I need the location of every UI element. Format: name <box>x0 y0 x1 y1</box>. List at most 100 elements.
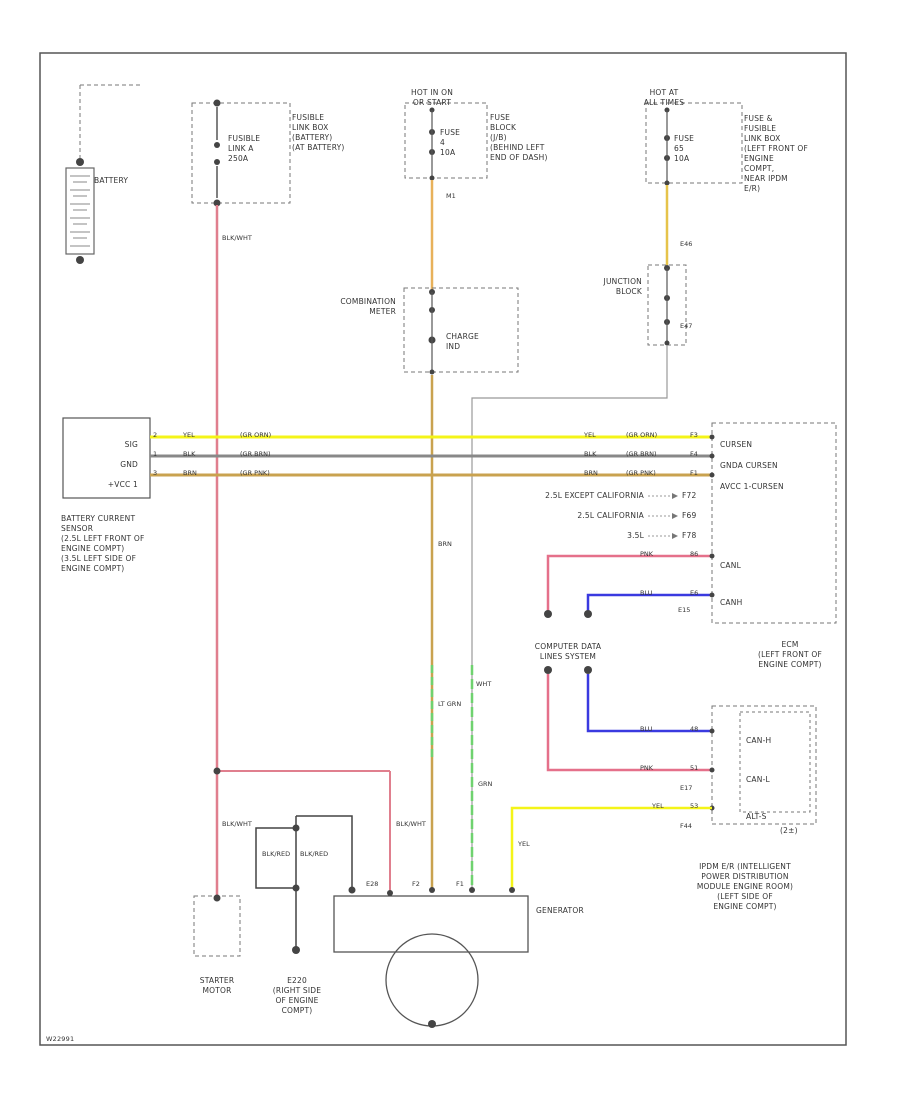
ecm-pin-canl: CANL <box>720 561 741 570</box>
ecm-term-avcc: F1 <box>690 469 698 477</box>
sensor-term-gnd: 1 <box>153 450 158 458</box>
variant-arrows <box>648 495 672 537</box>
junction-block-label: JUNCTION BLOCK <box>603 277 642 296</box>
wire-label-grpnk-right: (GR PNK) <box>626 469 656 477</box>
wire-label-starter: BLK/WHT <box>222 820 252 828</box>
ipdm-conn-e17: E17 <box>680 784 693 792</box>
wire-label-brn-left: BRN <box>183 469 197 477</box>
ipdm-term-canh: 48 <box>690 725 699 733</box>
wire-label-brn-right: BRN <box>584 469 598 477</box>
gen-term-f2: F2 <box>412 880 420 888</box>
fuse-ign-term: M1 <box>446 192 456 200</box>
ipdm-term-alts: 53 <box>690 802 699 810</box>
wire-alt-s <box>510 806 712 890</box>
ipdm-box <box>711 705 817 825</box>
ipdm-conn-f44: F44 <box>680 822 693 830</box>
ground-e220-label: E220 (RIGHT SIDE OF ENGINE COMPT) <box>272 976 322 1015</box>
fuse-block-label: FUSE BLOCK (J/B) (BEHIND LEFT END OF DAS… <box>490 113 548 162</box>
combination-meter-label: COMBINATION METER <box>340 297 396 316</box>
wire-sense <box>471 345 668 890</box>
sensor-term-sig: 2 <box>153 431 158 439</box>
wire-label-grbrn-left: (GR BRN) <box>240 450 271 458</box>
wire-label-grorn-left: (GR ORN) <box>240 431 272 439</box>
fusible-link-label: FUSIBLE LINK A 250A <box>228 134 261 163</box>
wire-label-grpnk-left: (GR PNK) <box>240 469 270 477</box>
sensor-pin-sig: SIG <box>124 440 138 449</box>
variant-3-5l: 3.5L <box>627 531 644 540</box>
sensor-pin-vcc: +VCC 1 <box>107 480 138 489</box>
wire-label-blu-ecm: BLU <box>640 589 653 597</box>
fuse-link-box-label: FUSE & FUSIBLE LINK BOX (LEFT FRONT OF E… <box>744 114 809 193</box>
variant-2-5l-except-ca: 2.5L EXCEPT CALIFORNIA <box>545 491 644 500</box>
wire-label-blk-right: BLK <box>584 450 597 458</box>
fusible-link-box <box>191 99 291 207</box>
fuse-ign-header: HOT IN ON OR START <box>410 88 454 107</box>
computer-data-lines-label: COMPUTER DATA LINES SYSTEM <box>534 642 602 661</box>
wire-label-battery-main: BLK/WHT <box>222 234 252 242</box>
variant-term-f72: F72 <box>682 491 697 500</box>
ipdm-unit-code: (2±) <box>780 826 798 835</box>
diagram-border <box>39 52 847 1046</box>
ecm-can-connector: E15 <box>678 606 691 614</box>
wire-label-pnk-ipdm: PNK <box>640 764 654 772</box>
ecm-pin-canh: CANH <box>720 598 743 607</box>
wire-ipdm-canl <box>546 674 712 772</box>
ecm-term-cursen: F3 <box>690 431 698 439</box>
wire-ecm-canl <box>546 554 710 612</box>
wire-label-grorn-right: (GR ORN) <box>626 431 658 439</box>
fuse-all-label: FUSE 65 10A <box>674 134 695 163</box>
ecm-pin-cursen: CURSEN <box>720 440 753 449</box>
ipdm-pin-alts: ALT-S <box>746 812 767 821</box>
ecm-pin-gnda-cursen: GNDA CURSEN <box>720 461 778 470</box>
combination-meter-box <box>403 287 519 375</box>
fuse-all-header: HOT AT ALL TIMES <box>643 88 685 107</box>
wire-label-grn: GRN <box>478 780 493 788</box>
wire-label-grbrn-right: (GR BRN) <box>626 450 657 458</box>
ipdm-term-canl: 51 <box>690 764 699 772</box>
fusible-link-box-label: FUSIBLE LINK BOX (BATTERY) (AT BATTERY) <box>292 113 345 152</box>
ipdm-pin-canh: CAN-H <box>746 736 772 745</box>
diagram-id: W22991 <box>46 1035 75 1043</box>
wire-label-yel-left: YEL <box>183 431 195 439</box>
wire-label-blu-ipdm: BLU <box>640 725 653 733</box>
variant-term-f69: F69 <box>682 511 697 520</box>
gen-term-e28: E28 <box>366 880 379 888</box>
charge-ind-label: CHARGE IND <box>446 332 479 351</box>
ecm-term-canh: E6 <box>690 589 699 597</box>
battery-current-sensor-box <box>62 417 151 499</box>
jb-term-e46: E46 <box>680 240 693 248</box>
jb-term-e47: E47 <box>680 322 693 330</box>
battery-label: BATTERY <box>94 176 129 185</box>
fuse-ign-label: FUSE 4 10A <box>440 128 461 157</box>
ipdm-label: IPDM E/R (INTELLIGENT POWER DISTRIBUTION… <box>696 862 794 911</box>
starter-motor-label: STARTER MOTOR <box>199 976 235 995</box>
wire-label-yel-gen: YEL <box>518 840 530 848</box>
sensor-pin-gnd: GND <box>120 460 138 469</box>
generator-label: GENERATOR <box>536 906 584 915</box>
generator-rotor <box>385 933 479 1027</box>
battery <box>65 84 140 264</box>
fuse-box-all-times <box>645 102 743 186</box>
ecm-label: ECM (LEFT FRONT OF ENGINE COMPT) <box>757 640 822 669</box>
ecm-pin-avcc-cursen: AVCC 1-CURSEN <box>720 482 784 491</box>
ecm-box <box>711 422 837 624</box>
ipdm-inner-box <box>739 711 811 813</box>
wire-label-yel-right: YEL <box>584 431 596 439</box>
ground-circuit <box>255 815 353 948</box>
ecm-term-gnda: F4 <box>690 450 698 458</box>
generator-box <box>333 895 529 953</box>
sensor-term-vcc: 3 <box>153 469 158 477</box>
wire-label-ltgrn: LT GRN <box>438 700 462 708</box>
wire-label-gen-b: BLK/WHT <box>396 820 426 828</box>
junction-block-box <box>647 264 687 346</box>
wire-label-charge: BRN <box>438 540 452 548</box>
fuse-block-ign <box>404 102 488 181</box>
variant-2-5l-ca: 2.5L CALIFORNIA <box>577 511 644 520</box>
wire-label-pnk-ecm: PNK <box>640 550 654 558</box>
ecm-term-canl: 86 <box>690 550 699 558</box>
wire-label-ground-b: BLK/RED <box>300 850 329 858</box>
wire-label-yel-ipdm: YEL <box>652 802 664 810</box>
starter-motor-box <box>193 895 241 957</box>
variant-term-f78: F78 <box>682 531 697 540</box>
